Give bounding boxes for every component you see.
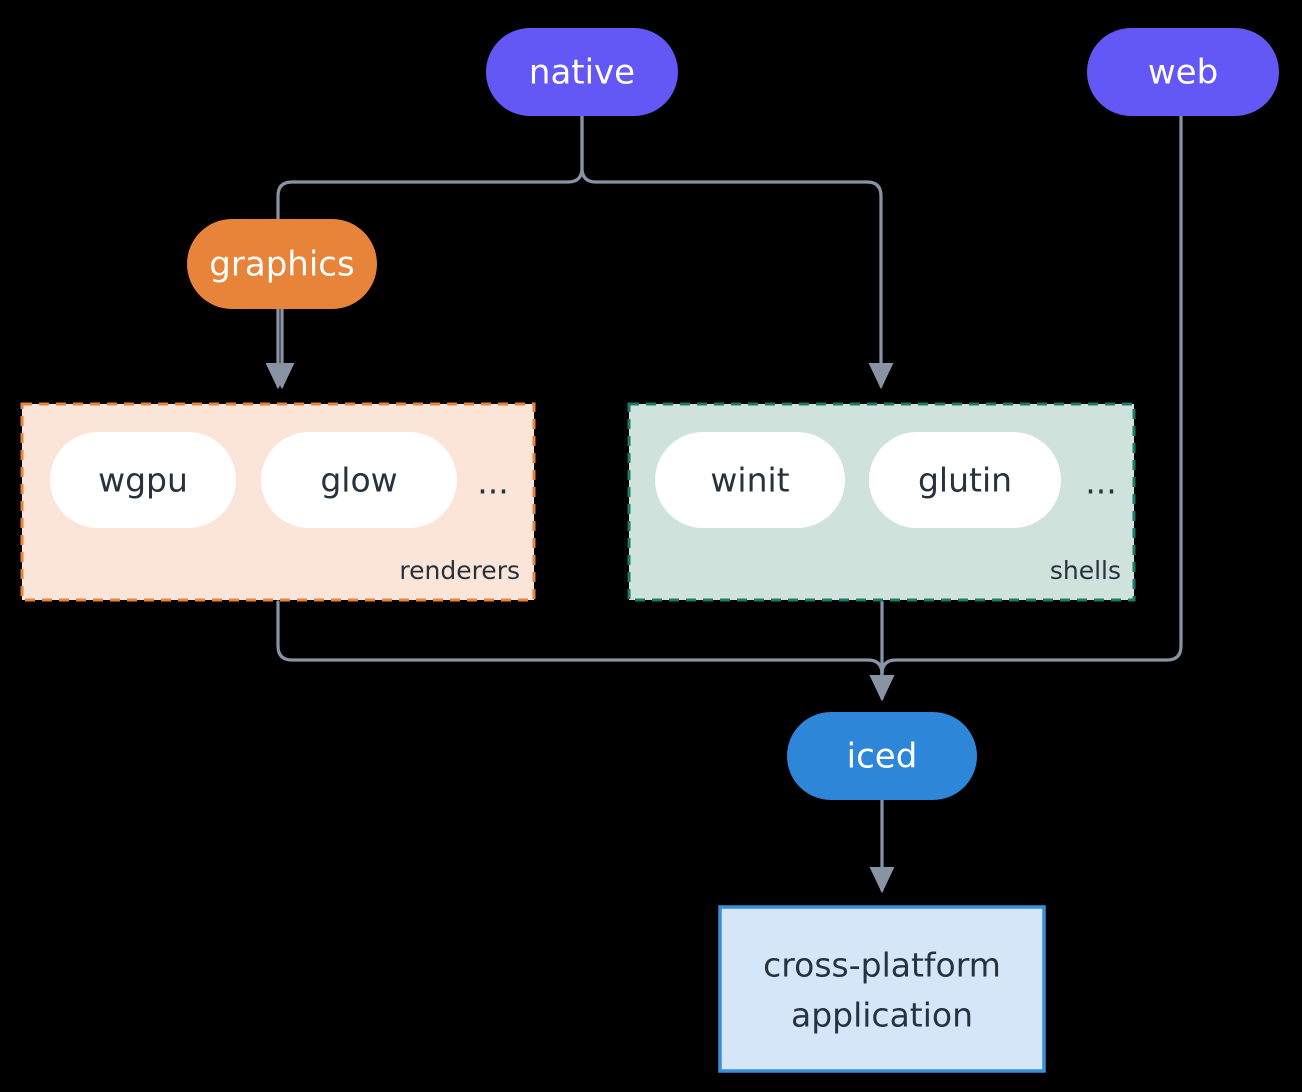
node-application[interactable]: cross-platform application (718, 905, 1046, 1073)
node-glow-label: glow (320, 461, 397, 500)
node-wgpu-shape (50, 432, 236, 528)
node-glutin[interactable]: glutin (869, 432, 1061, 528)
group-shells: winit glutin ... shells (627, 402, 1136, 602)
node-graphics-shape (187, 219, 377, 309)
shells-ellipsis: ... (1085, 463, 1116, 502)
renderers-ellipsis: ... (477, 463, 508, 502)
node-glutin-shape (869, 432, 1061, 528)
edge-native-to-shells (580, 114, 894, 390)
group-shells-label: shells (1050, 556, 1121, 585)
node-graphics-label: graphics (209, 245, 354, 285)
node-application-label-line2: application (791, 996, 973, 1035)
node-native[interactable]: native (486, 28, 678, 116)
node-winit-label: winit (710, 461, 789, 500)
node-glow[interactable]: glow (261, 432, 457, 528)
node-winit-shape (655, 432, 845, 528)
node-glow-shape (261, 432, 457, 528)
edge-web-to-iced (869, 114, 1183, 702)
node-wgpu[interactable]: wgpu (50, 432, 236, 528)
node-wgpu-label: wgpu (98, 461, 188, 500)
node-application-label-line1: cross-platform (763, 946, 1001, 985)
edge-layer (265, 114, 1183, 894)
group-renderers: wgpu glow ... renderers (20, 402, 536, 602)
node-graphics[interactable]: graphics (187, 219, 377, 309)
node-iced-label: iced (847, 737, 918, 777)
node-iced-shape (787, 712, 977, 800)
node-winit[interactable]: winit (655, 432, 845, 528)
node-web[interactable]: web (1087, 28, 1279, 116)
node-native-shape (486, 28, 678, 116)
node-web-label: web (1148, 53, 1218, 93)
node-glutin-label: glutin (918, 461, 1012, 500)
node-web-shape (1087, 28, 1279, 116)
node-iced[interactable]: iced (787, 712, 977, 800)
edge-renderers-to-iced (276, 600, 895, 702)
node-application-shape (718, 905, 1046, 1073)
group-renderers-label: renderers (399, 556, 520, 585)
node-native-label: native (529, 53, 635, 93)
